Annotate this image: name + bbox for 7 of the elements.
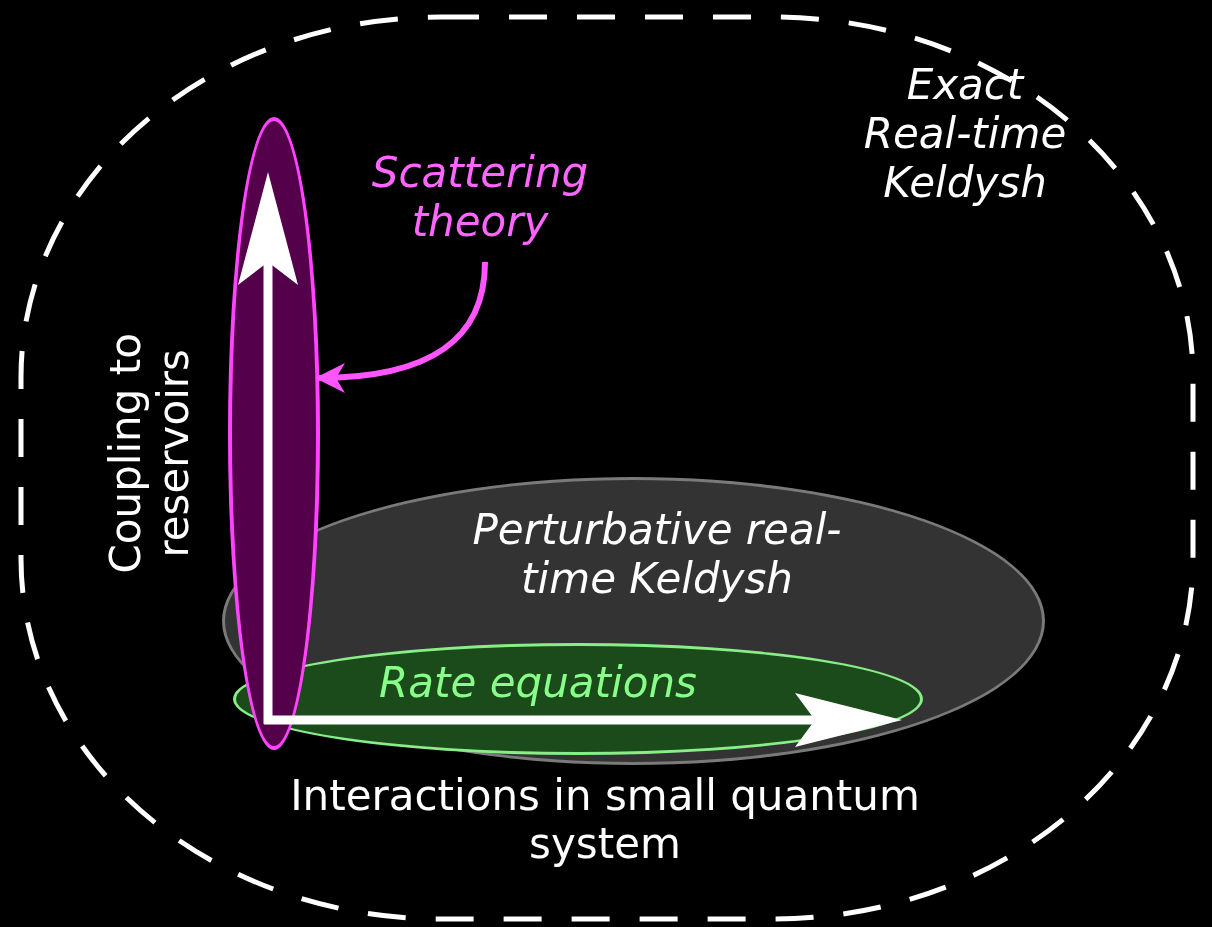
curved-arrow xyxy=(315,261,488,393)
region-label: Exact Real-time Keldysh xyxy=(862,60,1068,208)
region-label: Scattering theory xyxy=(370,148,590,247)
region-label: Perturbative real-time Keldysh xyxy=(471,505,843,604)
axis-label: Coupling to reservoirs xyxy=(101,332,199,576)
axis-label: Interactions in small quantum system xyxy=(289,772,921,869)
region-label: Rate equations xyxy=(378,658,698,708)
